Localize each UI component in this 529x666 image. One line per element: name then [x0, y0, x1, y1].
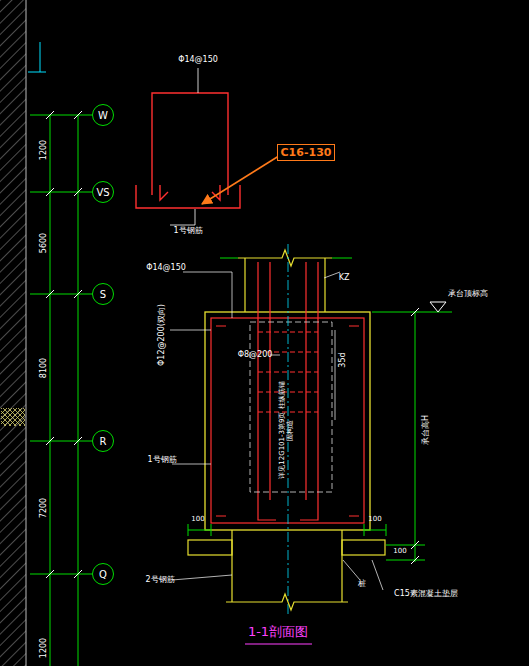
grid-axis-bubble: Q [92, 563, 114, 585]
rebar-spec: Φ12@200(双向) [158, 304, 167, 366]
axis-label: W [98, 110, 108, 121]
dimension-lines [188, 302, 452, 564]
dimension-text: 1200 [40, 140, 49, 160]
axis-label: VS [96, 187, 109, 198]
elevation-label: 承台顶标高 [448, 290, 488, 299]
cushion-label: C15素混凝土垫层 [394, 590, 458, 599]
rebar-spec: Φ14@150 [178, 56, 218, 65]
dimension-text: 1200 [40, 638, 49, 658]
axis-label: R [100, 436, 107, 447]
dimension-text: 5600 [40, 233, 49, 253]
pile-cap [205, 312, 370, 530]
dimension-text: 承台高H [422, 415, 431, 445]
callout-box: C16-130 [277, 144, 336, 161]
cap-rebar [211, 318, 364, 523]
grid-axis-bubble: R [92, 430, 114, 452]
axis-label: Q [99, 569, 107, 580]
anchor-length: 35d [339, 352, 348, 367]
rebar-spec: Φ14@150 [146, 264, 186, 273]
grid-axis-bubble: W [92, 104, 114, 126]
dimension-text: 100 [368, 516, 381, 524]
grid-axis-bubble: S [92, 283, 114, 305]
wall-hatch [0, 0, 26, 666]
callout-leader [202, 154, 282, 204]
drawing-title: 1-1剖面图 [248, 625, 308, 639]
dimension-text: 7200 [40, 498, 49, 518]
column-label: KZ [339, 274, 350, 283]
dimension-text: 8100 [40, 358, 49, 378]
dimension-text: 100 [191, 516, 204, 524]
grid-axis-bubble: VS [92, 181, 114, 203]
axis-label: S [100, 289, 106, 300]
rebar-name: 1号钢筋 [147, 456, 176, 465]
rebar-spec: Φ8@200 [238, 351, 273, 360]
grid-lines [30, 111, 92, 666]
note-text: 详见12G101-3第9页 柱纵筋锚固构造 [279, 380, 294, 480]
callout-text: C16-130 [281, 146, 332, 159]
column-rebar [216, 262, 359, 520]
rebar-name: 2号钢筋 [145, 576, 174, 585]
dimension-text: 100 [393, 548, 406, 556]
rebar-name: 1号钢筋 [173, 227, 202, 236]
pile [188, 530, 385, 610]
cross-hatch [1, 408, 25, 426]
leader-lines [170, 272, 383, 590]
pile-label: 桩 [358, 580, 366, 589]
